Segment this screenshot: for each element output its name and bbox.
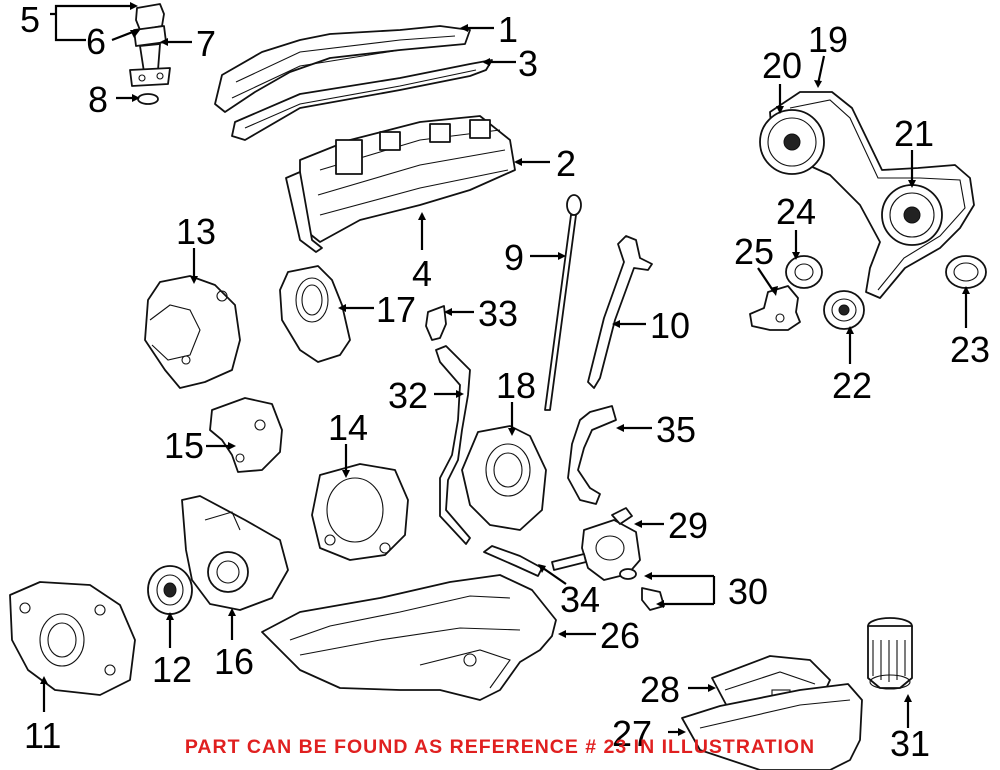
seal-23 (945, 255, 987, 289)
callout-10: 10 (650, 305, 690, 346)
callout-9: 9 (504, 237, 524, 278)
callout-6: 6 (86, 21, 106, 62)
callout-4: 4 (412, 253, 432, 294)
timing-cover-17 (279, 265, 351, 363)
valve-cover-gasket (214, 25, 493, 141)
hose-35 (567, 405, 617, 505)
dipstick-9 (544, 194, 582, 411)
callout-24: 24 (776, 191, 816, 232)
callout-1: 1 (498, 9, 518, 50)
idler-24 (785, 255, 823, 289)
callout-35: 35 (656, 409, 696, 450)
callout-numbers: 1 2 3 4 5 6 7 8 9 10 11 12 13 14 15 16 1… (20, 0, 990, 764)
callout-7: 7 (196, 23, 216, 64)
idler-pulley-22 (823, 290, 865, 330)
callout-25: 25 (734, 231, 774, 272)
dipstick-tube-10 (587, 235, 653, 389)
oil-pan-26 (261, 574, 557, 701)
callout-19: 19 (808, 19, 848, 60)
crank-pulley-12 (147, 565, 193, 615)
callout-17: 17 (376, 289, 416, 330)
hose-34 (483, 545, 543, 577)
hose-33 (425, 305, 447, 341)
callout-15: 15 (164, 425, 204, 466)
callout-18: 18 (496, 365, 536, 406)
callout-33: 33 (478, 293, 518, 334)
callout-13: 13 (176, 211, 216, 252)
callout-22: 22 (832, 365, 872, 406)
callout-29: 29 (668, 505, 708, 546)
cam-pulley-20 (759, 109, 825, 175)
callout-16: 16 (214, 641, 254, 682)
callout-8: 8 (88, 79, 108, 120)
callout-5: 5 (20, 0, 40, 40)
cylinder-head-cover (285, 115, 516, 253)
callout-3: 3 (518, 43, 538, 84)
timing-cover-16 (181, 495, 289, 611)
pipe-32 (435, 345, 471, 545)
plate-18 (461, 425, 547, 531)
callout-21: 21 (894, 113, 934, 154)
callout-23: 23 (950, 329, 990, 370)
oil-filler-assembly (129, 3, 171, 105)
oil-pan-27 (681, 683, 863, 770)
oil-filter-31 (867, 617, 913, 690)
callout-2: 2 (556, 143, 576, 184)
callout-11: 11 (24, 715, 61, 756)
callout-27: 27 (612, 713, 652, 754)
timing-cover-13 (144, 275, 241, 389)
callout-28: 28 (640, 669, 680, 710)
callout-30: 30 (728, 571, 768, 612)
callout-32: 32 (388, 375, 428, 416)
reference-caption: PART CAN BE FOUND AS REFERENCE # 23 IN I… (184, 736, 816, 758)
arrowheads (40, 2, 970, 736)
oil-pump-11 (9, 581, 136, 696)
callout-12: 12 (152, 649, 192, 690)
callout-14: 14 (328, 407, 368, 448)
callout-26: 26 (600, 615, 640, 656)
timing-cover-14 (311, 463, 409, 561)
callout-20: 20 (762, 45, 802, 86)
bracket-15 (209, 397, 283, 473)
callout-31: 31 (890, 723, 930, 764)
callout-34: 34 (560, 579, 600, 620)
cam-pulley-21 (881, 184, 943, 246)
tensioner-25 (749, 285, 801, 331)
